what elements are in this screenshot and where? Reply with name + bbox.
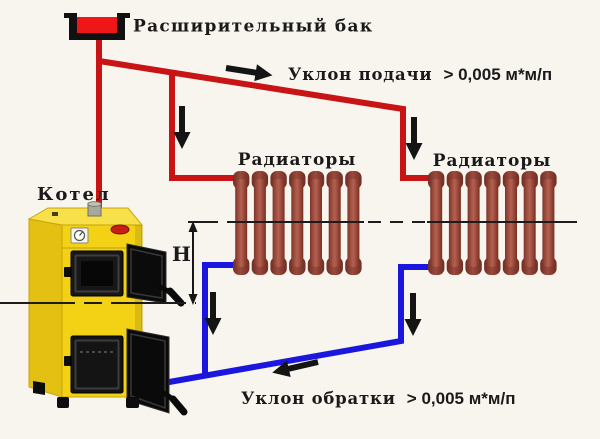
return-drop-pipe-1	[202, 262, 236, 375]
boiler-top-vent	[52, 212, 58, 216]
tank-bottom-wall	[69, 33, 125, 40]
return-slope-label: Уклон обратки > 0,005 м*м/п	[241, 389, 515, 408]
boiler-label: Котел	[37, 184, 111, 205]
radiator-2	[428, 171, 557, 275]
supply-pipe	[96, 39, 430, 211]
radiator-2-label: Радиаторы	[433, 151, 552, 171]
height-arrow-up-icon	[188, 221, 198, 232]
upper-door-hinge	[64, 267, 72, 277]
supply-branch-pipe	[169, 71, 236, 181]
lower-door-inner-frame	[74, 339, 120, 390]
boiler-front-shading	[135, 225, 142, 397]
upper-door-inner-frame	[74, 254, 120, 293]
height-dimension	[188, 221, 198, 305]
boiler	[27, 201, 188, 416]
supply-flow-arrow-icon	[225, 64, 273, 82]
lower-door-frame	[70, 335, 124, 394]
boiler-top-face	[27, 207, 144, 226]
radiator-1-label: Радиаторы	[238, 150, 357, 170]
supply-main-pipe	[98, 58, 430, 181]
boiler-foot	[33, 381, 45, 395]
lower-door-hinge	[64, 356, 72, 366]
boiler-foot	[57, 397, 69, 408]
brand-badge	[110, 224, 130, 235]
upper-door-flap-panel	[130, 248, 163, 299]
gauge-needle	[79, 231, 83, 236]
upper-door-opening	[81, 261, 113, 286]
return-pipe	[157, 262, 430, 387]
boiler-foot	[126, 397, 139, 408]
boiler-side-face	[28, 218, 63, 398]
expansion-tank-label: Расширительный бак	[133, 17, 373, 37]
lower-door-handle-grip	[169, 395, 188, 416]
supply-drop-arrow-1-icon	[173, 106, 191, 149]
supply-slope-label: Уклон подачи > 0,005 м*м/п	[288, 65, 552, 84]
upper-door-handle-grip	[166, 287, 185, 307]
expansion-tank	[64, 13, 130, 40]
return-drop-arrow-1-icon	[204, 292, 222, 335]
tank-left-wall	[69, 13, 77, 40]
lower-door-flap-panel	[130, 333, 166, 410]
return-drop-arrow-2-icon	[404, 293, 422, 336]
return-main-pipe	[157, 264, 430, 387]
supply-drop-arrow-2-icon	[405, 117, 423, 160]
chimney-collar-rim	[87, 201, 102, 207]
tank-water-fill	[77, 17, 117, 33]
return-flow-arrow-icon	[272, 359, 319, 378]
height-arrow-down-icon	[188, 294, 198, 305]
tank-right-wall	[117, 13, 125, 40]
height-label: H	[172, 242, 191, 266]
